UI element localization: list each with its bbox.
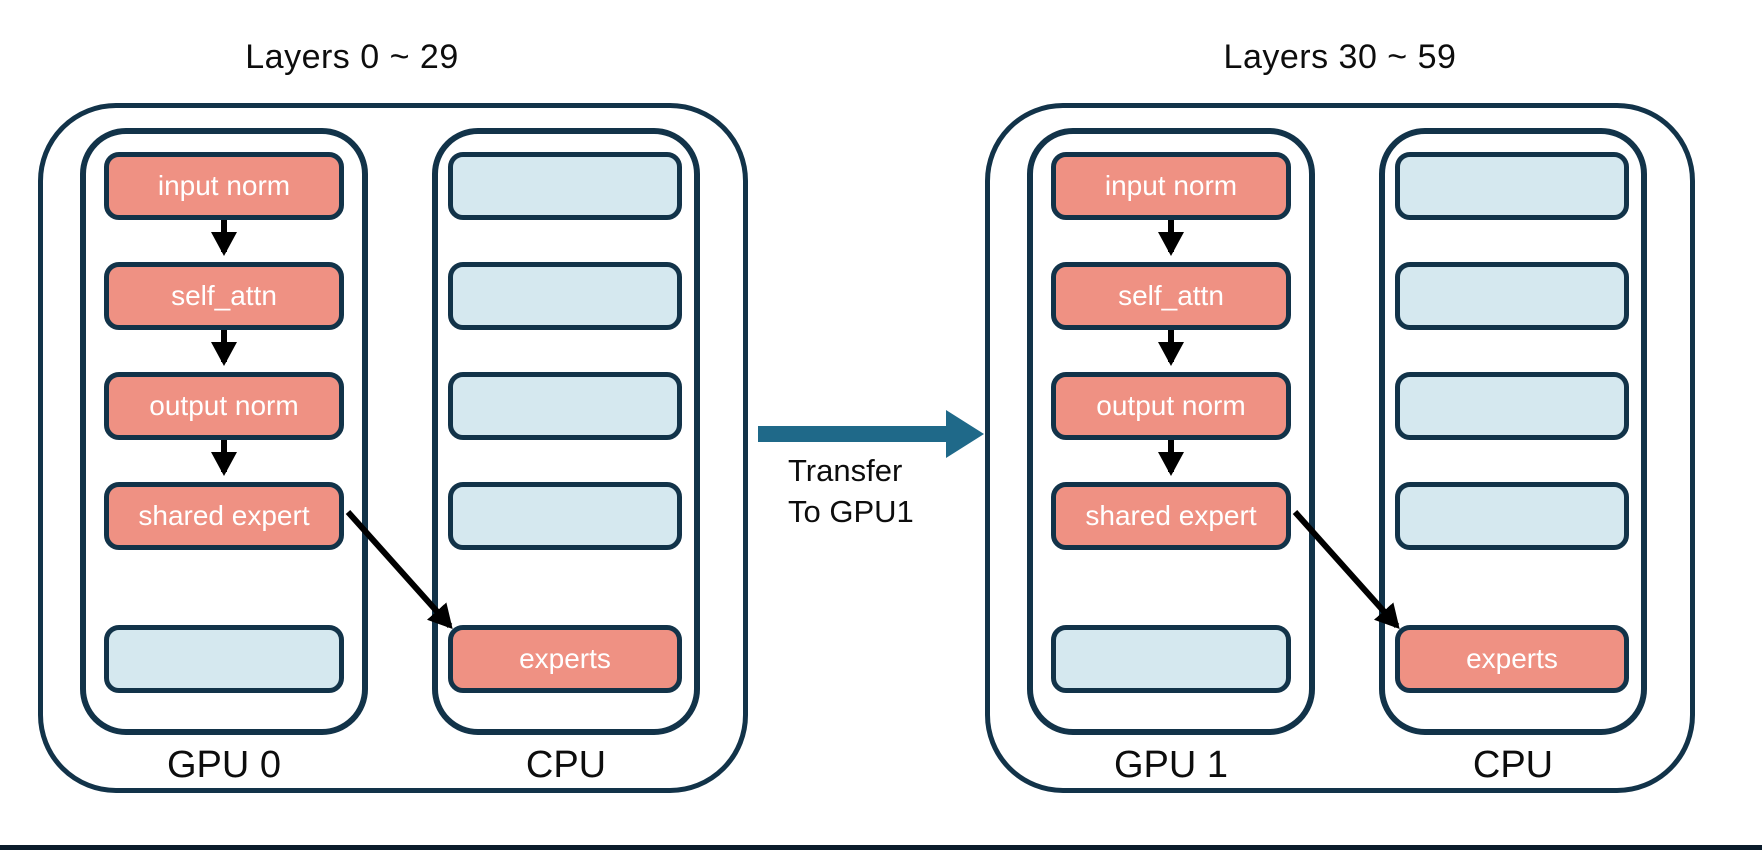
empty-cpu-slot bbox=[448, 152, 682, 220]
layer-group-30-59: Layers 30 ~ 59 input norm self_attn outp… bbox=[947, 0, 1707, 850]
group-title: Layers 30 ~ 59 bbox=[1223, 38, 1457, 76]
empty-gpu-slot bbox=[1051, 625, 1291, 693]
empty-cpu-slot bbox=[1395, 372, 1629, 440]
transfer-line-2: To GPU1 bbox=[788, 494, 914, 529]
gpu0-label: GPU 0 bbox=[166, 743, 282, 786]
cpu-label: CPU bbox=[525, 743, 607, 786]
shared-expert-box: shared expert bbox=[104, 482, 344, 550]
empty-cpu-slot bbox=[1395, 152, 1629, 220]
transfer-line-1: Transfer bbox=[788, 453, 903, 488]
empty-cpu-slot bbox=[448, 372, 682, 440]
experts-box: experts bbox=[448, 625, 682, 693]
output-norm-box: output norm bbox=[104, 372, 344, 440]
cpu-label: CPU bbox=[1472, 743, 1554, 786]
experts-box: experts bbox=[1395, 625, 1629, 693]
group-title: Layers 0 ~ 29 bbox=[245, 38, 459, 76]
self-attn-box: self_attn bbox=[1051, 262, 1291, 330]
input-norm-box: input norm bbox=[104, 152, 344, 220]
output-norm-box: output norm bbox=[1051, 372, 1291, 440]
empty-cpu-slot bbox=[448, 482, 682, 550]
empty-cpu-slot bbox=[1395, 262, 1629, 330]
self-attn-box: self_attn bbox=[104, 262, 344, 330]
gpu1-label: GPU 1 bbox=[1113, 743, 1229, 786]
shared-expert-box: shared expert bbox=[1051, 482, 1291, 550]
layer-group-0-29: Layers 0 ~ 29 input norm self_attn outpu… bbox=[0, 0, 760, 850]
empty-cpu-slot bbox=[1395, 482, 1629, 550]
empty-gpu-slot bbox=[104, 625, 344, 693]
empty-cpu-slot bbox=[448, 262, 682, 330]
bottom-border-line bbox=[0, 845, 1762, 850]
input-norm-box: input norm bbox=[1051, 152, 1291, 220]
transfer-label: Transfer To GPU1 bbox=[788, 450, 988, 532]
